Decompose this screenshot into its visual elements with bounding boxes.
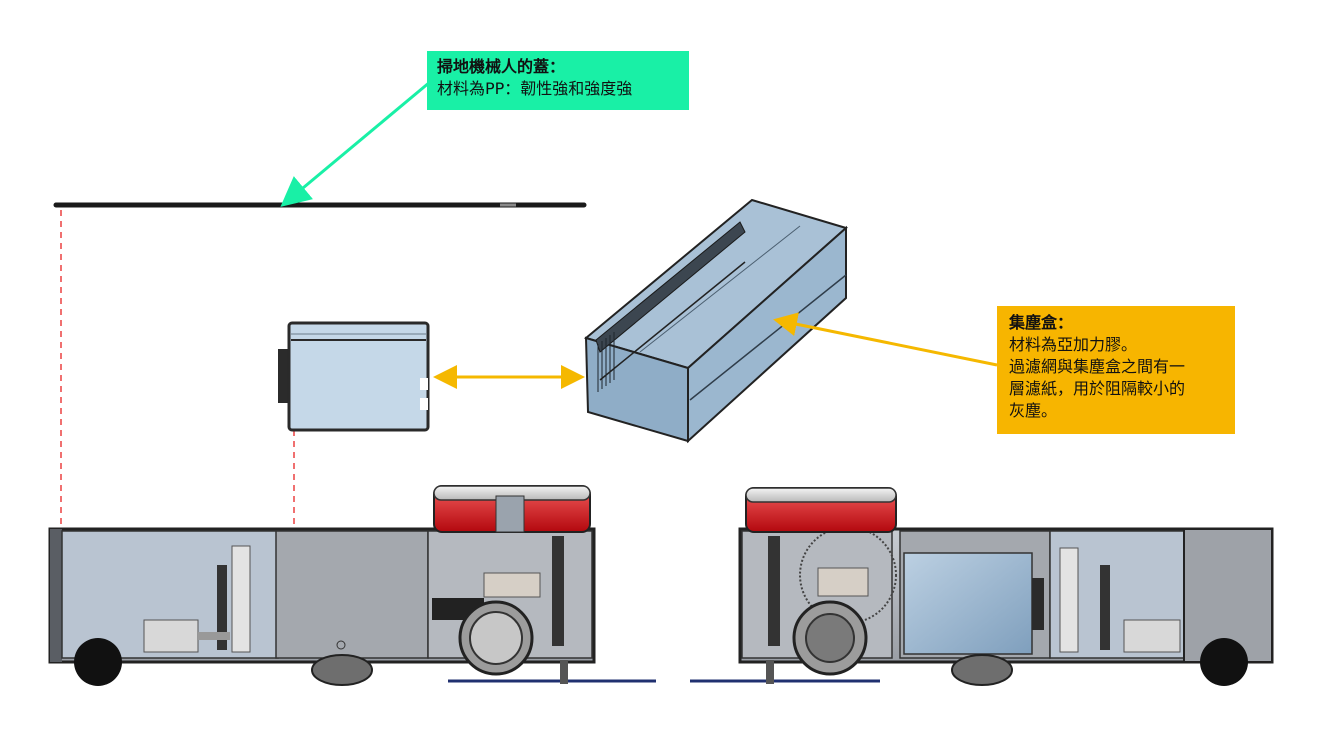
robot-left-section bbox=[48, 485, 656, 686]
robot-right-section bbox=[690, 487, 1274, 686]
dustbox-3d-view bbox=[583, 198, 849, 444]
dustbox-callout-line: 層濾紙，用於阻隔較小的 bbox=[1009, 379, 1186, 398]
dustbox-callout-title: 集塵盒： bbox=[1009, 313, 1074, 332]
dustbox-callout-line: 材料為亞加力膠。 bbox=[1009, 335, 1138, 354]
dustbox-side-view bbox=[278, 321, 430, 432]
dustbox-callout-arrow bbox=[773, 312, 998, 367]
lid-callout-body: 材料為PP：韌性強和強度強 bbox=[437, 79, 633, 98]
dustbox-callout: 集塵盒： 材料為亞加力膠。 過濾網與集塵盒之間有一 層濾紙，用於阻隔較小的 灰塵… bbox=[997, 306, 1235, 434]
dustbox-callout-line: 灰塵。 bbox=[1009, 401, 1058, 420]
lid-arrow bbox=[280, 80, 431, 207]
lid-callout: 掃地機械人的蓋： 材料為PP：韌性強和強度強 bbox=[427, 51, 689, 110]
dustbox-callout-line: 過濾網與集塵盒之間有一 bbox=[1009, 357, 1186, 376]
lid-callout-title: 掃地機械人的蓋： bbox=[437, 57, 566, 76]
